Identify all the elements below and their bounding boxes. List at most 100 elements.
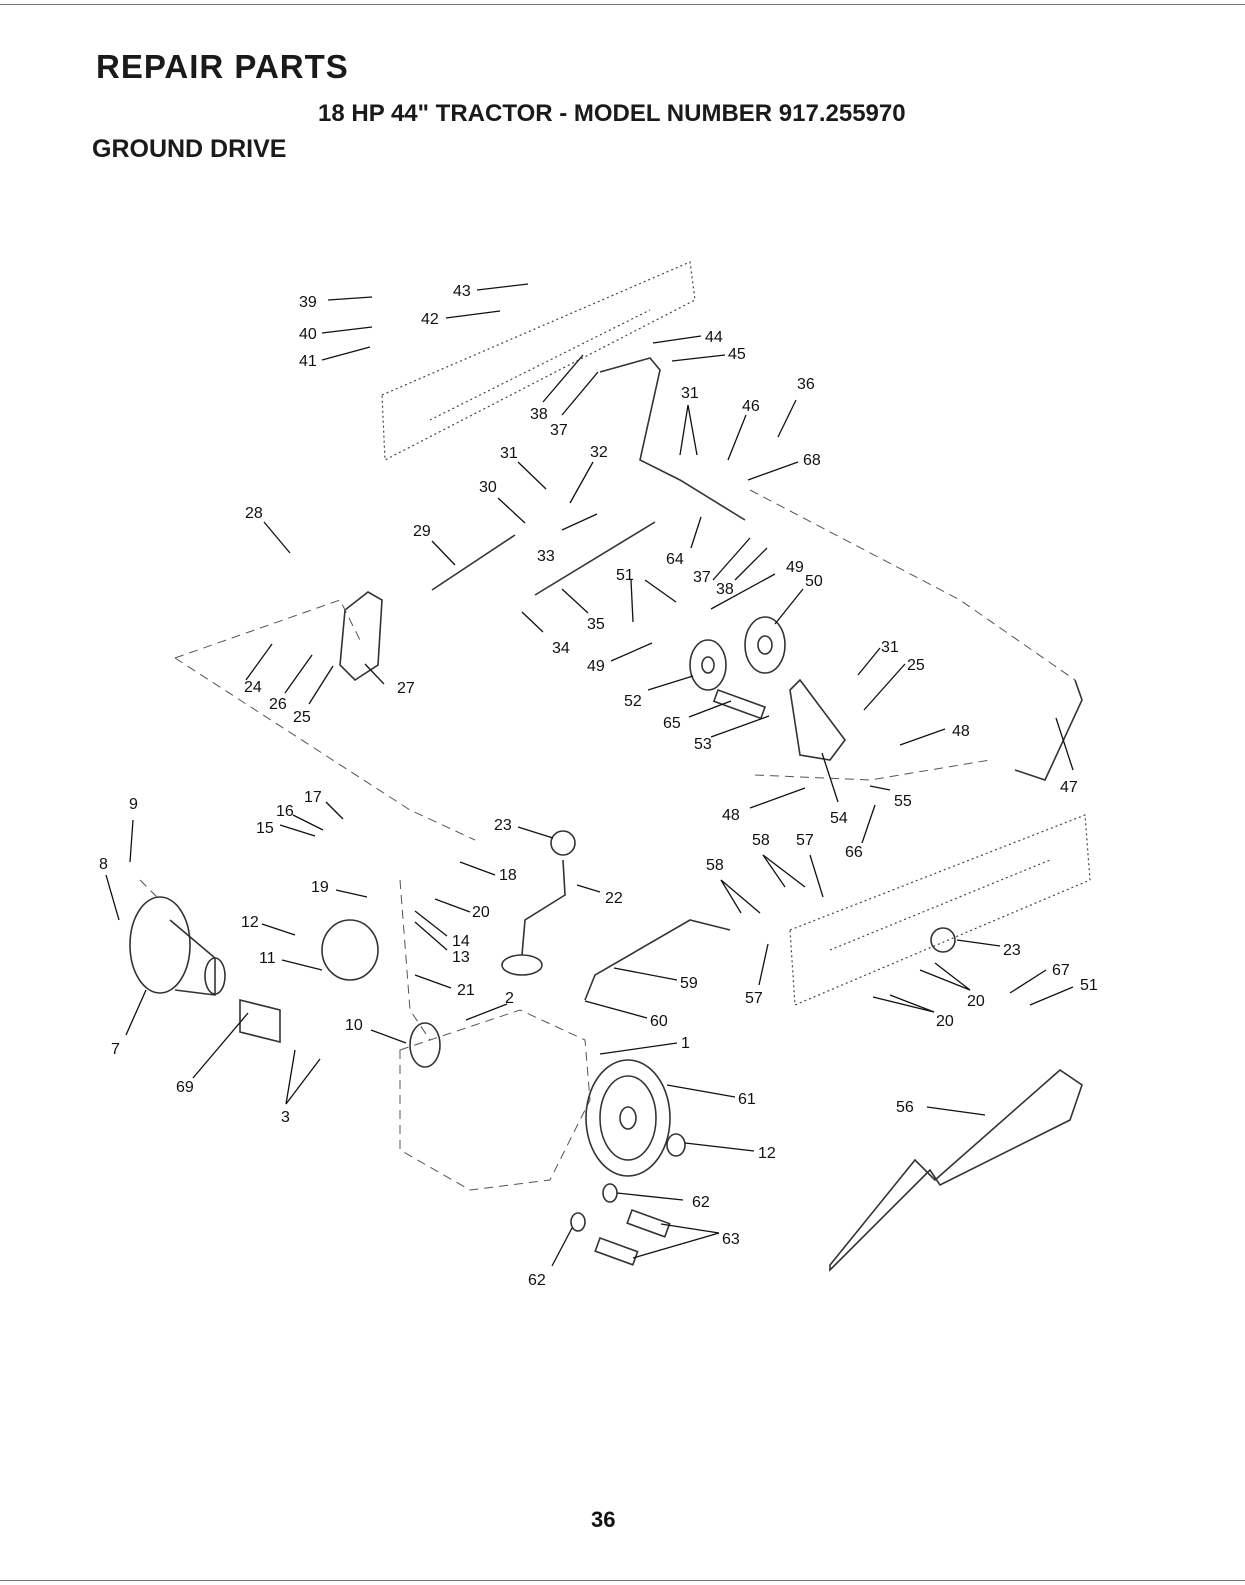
callout-15: 15 [256,820,274,837]
callout-3: 3 [281,1109,290,1126]
callout-17: 17 [304,789,322,806]
section-title: GROUND DRIVE [92,135,287,163]
callout-50: 50 [805,573,823,590]
callout-36: 36 [797,376,815,393]
pedal-shaft [599,357,746,521]
callout-44: 44 [705,329,723,346]
callout-37b: 37 [693,569,711,586]
shift-boot [501,954,543,976]
callout-62a: 62 [692,1194,710,1211]
input-pulley [585,1059,671,1177]
upper-frame-rail [381,261,696,461]
callout-54: 54 [830,810,848,827]
part-illustrations [129,261,1091,1272]
callout-11: 11 [259,950,276,967]
top-rule [0,4,1245,5]
callout-65: 65 [663,715,681,732]
pulley-10 [409,1022,441,1068]
cable-bracket [339,591,383,682]
model-subtitle: 18 HP 44" TRACTOR - MODEL NUMBER 917.255… [318,100,906,127]
bushing [239,998,281,1044]
callout-24: 24 [244,679,262,696]
callout-62b: 62 [528,1272,546,1289]
shift-knob [550,830,576,856]
callout-12b: 12 [758,1145,776,1162]
callout-43: 43 [453,283,471,300]
callout-31b: 31 [500,445,518,462]
bottom-rule [0,1580,1245,1581]
callout-21: 21 [457,982,475,999]
callout-52: 52 [624,693,642,710]
brake-band [321,919,379,981]
callout-34: 34 [552,640,570,657]
callout-37a: 37 [550,422,568,439]
callout-57b: 57 [745,990,763,1007]
callout-28: 28 [245,505,263,522]
right-frame-rail [789,814,1091,1006]
callout-58b: 58 [706,857,724,874]
callout-48a: 48 [952,723,970,740]
callout-61: 61 [738,1091,756,1108]
callout-66: 66 [845,844,863,861]
callout-8: 8 [99,856,108,873]
callout-13: 13 [452,949,470,966]
callout-19: 19 [311,879,329,896]
callout-55: 55 [894,793,912,810]
callout-20a: 20 [472,904,490,921]
callout-38a: 38 [530,406,548,423]
callout-69: 69 [176,1079,194,1096]
callout-35: 35 [587,616,605,633]
bolt-65 [712,688,767,720]
callout-33: 33 [537,548,555,565]
callout-16: 16 [276,803,294,820]
bolt-63-bottom [594,1236,639,1266]
callout-30: 30 [479,479,497,496]
callout-49b: 49 [587,658,605,675]
callout-23a: 23 [494,817,512,834]
nut-12 [666,1133,686,1157]
leader-lines [105,283,1074,1267]
callout-45: 45 [728,346,746,363]
transaxle-outline [399,1009,591,1191]
callout-57a: 57 [796,832,814,849]
shift-rod [584,919,731,1001]
callout-51b: 51 [1080,977,1098,994]
callout-20b: 20 [967,993,985,1010]
callout-29: 29 [413,523,431,540]
callout-63: 63 [722,1231,740,1248]
callout-7: 7 [111,1041,120,1058]
knob-23-right [930,927,956,953]
callout-14: 14 [452,933,470,950]
callout-53: 53 [694,736,712,753]
callout-58a: 58 [752,832,770,849]
callout-42: 42 [421,311,439,328]
callout-10: 10 [345,1017,363,1034]
callout-22: 22 [605,890,623,907]
washer-62-bottom [570,1212,586,1232]
callout-41: 41 [299,353,317,370]
drive-belt [829,1068,1083,1272]
callout-46: 46 [742,398,760,415]
bolt-63-top [626,1208,671,1238]
callout-32: 32 [590,444,608,461]
callout-23b: 23 [1003,942,1021,959]
idler-arm [789,678,846,761]
callout-1: 1 [681,1035,690,1052]
callout-38b: 38 [716,581,734,598]
callout-49a: 49 [786,559,804,576]
callout-47: 47 [1060,779,1078,796]
washer-62-top [602,1183,618,1203]
page-number: 36 [591,1507,616,1532]
idler-pulley-52 [689,639,727,691]
callout-48b: 48 [722,807,740,824]
callout-25b: 25 [293,709,311,726]
callout-27: 27 [397,680,415,697]
callout-51a: 51 [616,567,634,584]
shift-lever [521,859,566,956]
callout-59: 59 [680,975,698,992]
callout-26: 26 [269,696,287,713]
callout-25a: 25 [907,657,925,674]
control-cable [431,534,516,591]
callout-31c: 31 [881,639,899,656]
